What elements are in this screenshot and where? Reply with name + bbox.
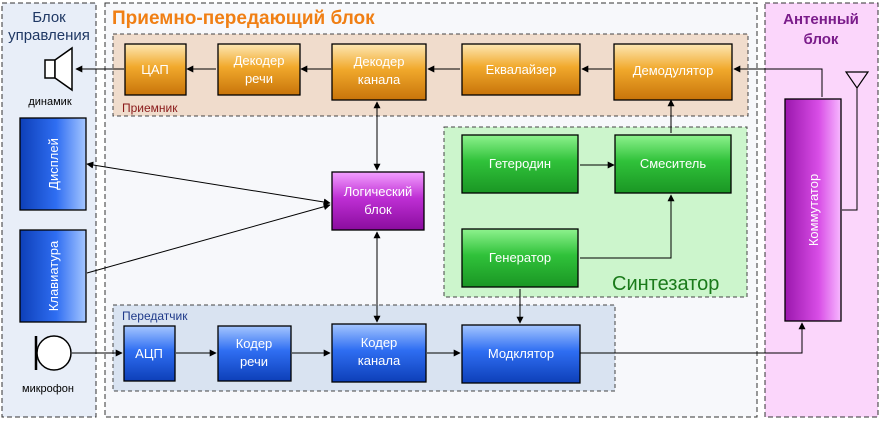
connections: [72, 65, 858, 357]
microphone: микрофон: [22, 335, 74, 395]
arrow-gen-to-mixer: [580, 194, 675, 259]
speaker-label: динамик: [28, 96, 71, 108]
control-title-line2: управления: [8, 27, 90, 44]
switch-block: Коммутатор: [784, 98, 842, 322]
transceiver-title: Приемно-передающий блок: [112, 8, 375, 29]
speech-decoder-block: Декодер речи: [217, 43, 301, 96]
control-title-line1: Блок: [32, 9, 66, 26]
arrow-keyboard-to-logic: [86, 203, 331, 274]
synthesizer-label: Синтезатор: [612, 273, 719, 295]
adc-block: АЦП: [123, 325, 176, 382]
mixer-label: Смеситель: [640, 156, 707, 171]
channel-decoder-line1: Декодер: [354, 54, 405, 69]
heterodyne-label: Гетеродин: [489, 156, 551, 171]
demodulator-label: Демодулятор: [633, 63, 714, 78]
speech-decoder-line1: Декодер: [234, 53, 285, 68]
logic-line1: Логический: [344, 184, 412, 199]
heterodyne-block: Гетеродин: [461, 134, 579, 194]
equalizer-block: Еквалайзер: [461, 43, 581, 96]
channel-decoder-block: Декодер канала: [331, 43, 427, 101]
speaker-icon: [44, 46, 73, 92]
antenna-icon: [844, 71, 870, 90]
display-label: Дисплей: [46, 138, 61, 190]
dac-label: ЦАП: [141, 62, 169, 77]
arrow-switch-to-demod: [733, 65, 823, 97]
logic-block: Логический блок: [331, 171, 425, 231]
channel-coder-line2: канала: [358, 353, 401, 368]
generator-label: Генератор: [489, 250, 551, 265]
arrow-logic-display: [86, 161, 331, 206]
microphone-label: микрофон: [22, 383, 74, 395]
display-block: Дисплей: [19, 117, 87, 211]
modulator-block: Модклятор: [461, 324, 581, 384]
transmitter-label: Передатчик: [122, 309, 188, 323]
adc-label: АЦП: [135, 346, 163, 361]
speech-coder-line1: Кодер: [236, 336, 273, 351]
mixer-block: Смеситель: [614, 134, 732, 194]
antenna-title-line1: Антенный: [783, 11, 859, 28]
logic-line2: блок: [364, 202, 392, 217]
speech-decoder-line2: речи: [245, 71, 273, 86]
keyboard-block: Клавиатура: [19, 229, 87, 323]
antenna-title-line2: блок: [804, 31, 839, 48]
demodulator-block: Демодулятор: [613, 43, 733, 101]
speech-coder-block: Кодер речи: [217, 325, 292, 382]
generator-block: Генератор: [461, 228, 579, 288]
modulator-label: Модклятор: [488, 346, 554, 361]
line-antenna-to-switch: [842, 88, 858, 211]
speaker: динамик: [28, 46, 73, 108]
arrow-mod-to-switch: [580, 322, 806, 354]
speech-coder-line2: речи: [240, 354, 268, 369]
channel-coder-line1: Кодер: [361, 335, 398, 350]
switch-label: Коммутатор: [806, 174, 821, 246]
microphone-icon: [34, 335, 72, 371]
receiver-label: Приемник: [122, 101, 178, 115]
channel-decoder-line2: канала: [358, 72, 401, 87]
keyboard-label: Клавиатура: [46, 240, 61, 311]
channel-coder-block: Кодер канала: [331, 323, 427, 383]
dac-block: ЦАП: [124, 43, 187, 96]
equalizer-label: Еквалайзер: [486, 62, 557, 77]
